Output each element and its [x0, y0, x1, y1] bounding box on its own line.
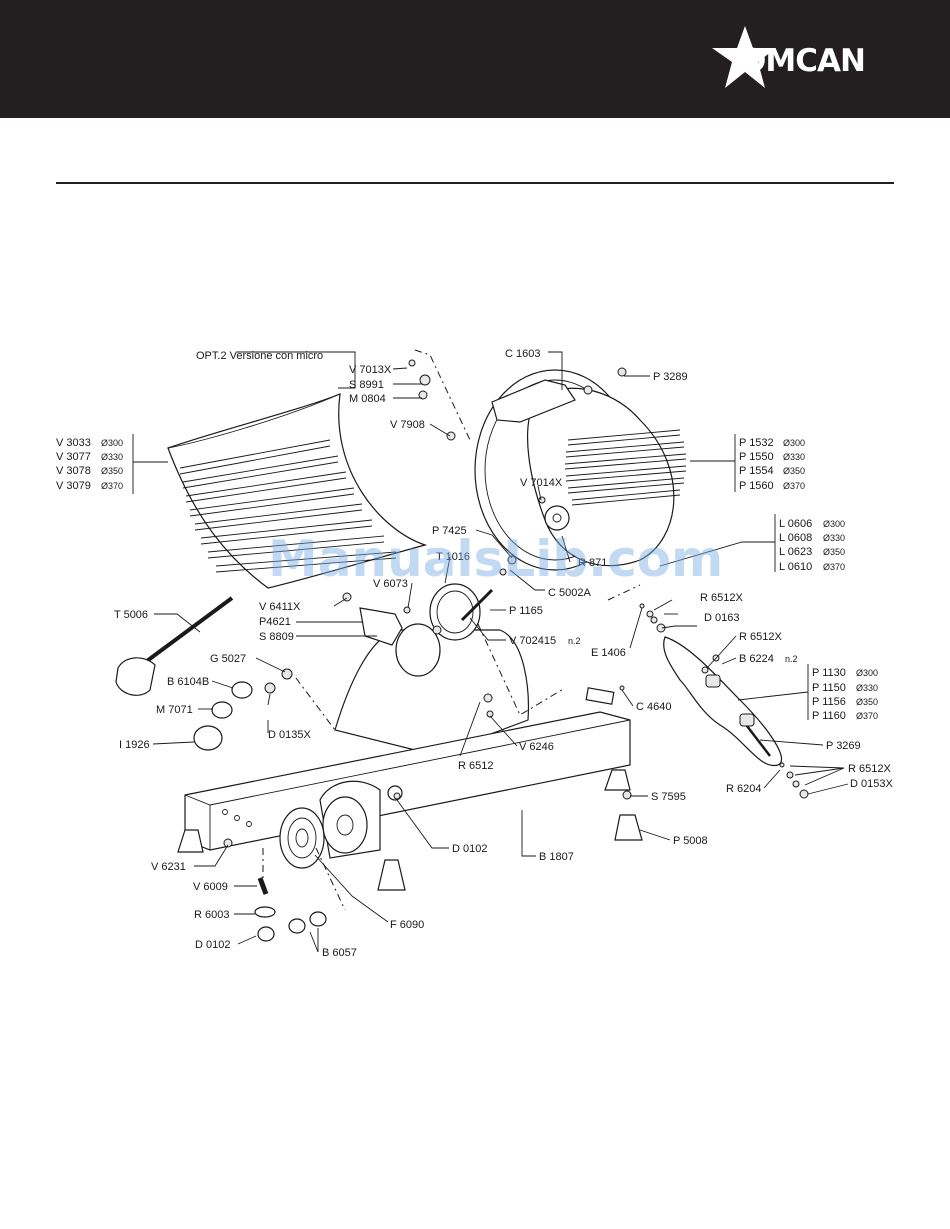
title-divider [56, 182, 894, 184]
part-code: P 1156 [812, 696, 846, 708]
part-label: C 1603 [505, 348, 540, 360]
part-size: Ø350 [856, 697, 878, 707]
blade-guard-drawing [474, 369, 687, 571]
size-group-l06: L 0606 Ø300 L 0608 Ø330 L 0623 Ø350 L 06… [779, 518, 845, 573]
part-label: D 0102 [195, 939, 230, 951]
part-label: T 1016 [436, 551, 470, 563]
part-label: P 5008 [673, 835, 708, 847]
part-label: S 7595 [651, 791, 686, 803]
part-size: Ø370 [823, 562, 845, 572]
part-label: R 6512 [458, 760, 493, 772]
part-label: V 6231 [151, 861, 186, 873]
part-size: Ø300 [101, 438, 123, 448]
part-code: P 1160 [812, 710, 846, 722]
part-callouts: C 1603 P 3289 V 7908 V 7014X P 7425 T 10… [114, 348, 893, 959]
part-label: F 6090 [390, 919, 424, 931]
part-label: V 702415 [509, 635, 556, 647]
part-label: B 6057 [322, 947, 357, 959]
assembly-axes [262, 349, 641, 911]
option-item: V 7013X [349, 364, 392, 376]
part-code: V 3033 [56, 437, 91, 449]
option-block: OPT.2 Versione con micro V 7013X S 8991 … [196, 350, 392, 405]
part-code: P 1550 [739, 451, 774, 463]
size-group-p15: P 1532 Ø300 P 1550 Ø330 P 1554 Ø350 P 15… [739, 437, 805, 492]
part-code: L 0608 [779, 532, 812, 544]
brand-logo: OMCAN [708, 26, 908, 96]
option-heading: OPT.2 Versione con micro [196, 350, 323, 362]
part-label: S 8809 [259, 631, 294, 643]
part-size: Ø350 [783, 466, 805, 476]
part-label: P 1165 [509, 605, 543, 617]
part-label: P 7425 [432, 525, 467, 537]
part-label: P 3269 [826, 740, 861, 752]
part-label: R 871 [578, 557, 607, 569]
part-label: D 0102 [452, 843, 487, 855]
part-size: Ø300 [856, 668, 878, 678]
part-label: R 6512X [848, 763, 891, 775]
part-code: V 3078 [56, 465, 91, 477]
part-label: n.2 [785, 654, 798, 664]
part-code: P 1130 [812, 667, 846, 679]
option-item: S 8991 [349, 379, 384, 391]
part-label: D 0153X [850, 778, 893, 790]
part-label: P 3289 [653, 371, 688, 383]
part-label: D 0163 [704, 612, 739, 624]
part-size: Ø370 [856, 711, 878, 721]
part-label: R 6003 [194, 909, 229, 921]
part-size: Ø300 [783, 438, 805, 448]
part-code: L 0623 [779, 546, 812, 558]
part-size: Ø330 [823, 533, 845, 543]
part-code: V 3077 [56, 451, 91, 463]
carriage-tray-drawing [167, 393, 428, 589]
part-label: M 7071 [156, 704, 193, 716]
part-size: Ø350 [823, 547, 845, 557]
part-label: I 1926 [119, 739, 150, 751]
size-group-v30: V 3033 Ø300 V 3077 Ø330 V 3078 Ø350 V 30… [56, 437, 123, 492]
option-item: M 0804 [349, 393, 386, 405]
pulley-drawing [279, 807, 325, 869]
part-label: V 7908 [390, 419, 425, 431]
small-parts-drawing [115, 359, 809, 942]
part-label: B 1807 [539, 851, 574, 863]
part-size: Ø330 [783, 452, 805, 462]
part-label: n.2 [568, 636, 581, 646]
part-label: C 5002A [548, 587, 591, 599]
part-size: Ø300 [823, 519, 845, 529]
part-size: Ø350 [101, 466, 123, 476]
part-label: V 6246 [519, 741, 554, 753]
part-size: Ø370 [101, 481, 123, 491]
part-label: T 5006 [114, 609, 148, 621]
star-icon [712, 26, 776, 88]
part-code: L 0606 [779, 518, 812, 530]
size-group-p11: P 1130 Ø300 P 1150 Ø330 P 1156 Ø350 P 11… [812, 667, 878, 722]
part-label: P4621 [259, 616, 291, 628]
part-label: V 6411X [259, 601, 301, 613]
part-code: P 1560 [739, 480, 774, 492]
watermark-text: ManualsLib.com [268, 530, 724, 588]
part-label: B 6224 [739, 653, 774, 665]
part-label: R 6512X [739, 631, 782, 643]
part-label: V 7014X [520, 477, 563, 489]
leader-lines [132, 351, 849, 953]
part-label: V 6009 [193, 881, 228, 893]
part-code: P 1150 [812, 682, 846, 694]
part-label: C 4640 [636, 701, 671, 713]
part-label: B 6104B [167, 676, 209, 688]
part-code: P 1532 [739, 437, 774, 449]
part-size: Ø370 [783, 481, 805, 491]
part-size: Ø330 [101, 452, 123, 462]
part-size: Ø330 [856, 683, 878, 693]
part-code: V 3079 [56, 480, 91, 492]
page-header-band: OMCAN [0, 0, 950, 118]
part-label: R 6512X [700, 592, 743, 604]
part-label: V 6073 [373, 578, 408, 590]
part-code: P 1554 [739, 465, 774, 477]
part-label: R 6204 [726, 783, 761, 795]
brand-name: OMCAN [740, 43, 866, 79]
part-label: G 5027 [210, 653, 246, 665]
part-label: D 0135X [268, 729, 311, 741]
part-label: E 1406 [591, 647, 626, 659]
part-code: L 0610 [779, 561, 812, 573]
